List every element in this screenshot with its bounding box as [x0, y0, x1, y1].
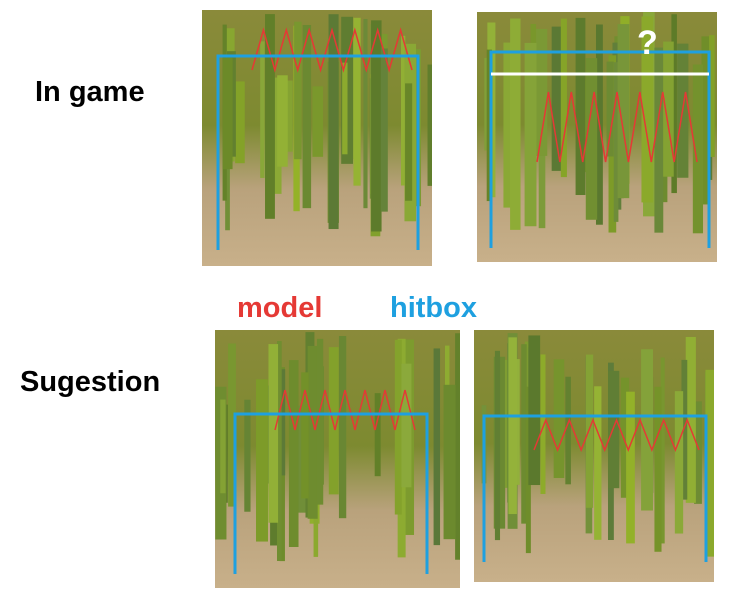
grass-stalk — [307, 345, 318, 519]
grass-stalk — [294, 21, 302, 160]
grass-stalk — [654, 386, 662, 552]
grass-stalk — [692, 64, 704, 234]
grass-stalk — [277, 75, 288, 167]
grass-stalk — [353, 17, 361, 186]
grass-stalk — [244, 399, 251, 512]
grass-stalk — [302, 24, 312, 209]
grass-stalk — [503, 42, 513, 208]
row-label-suggestion: Sugestion — [20, 366, 161, 398]
grass-stalk — [654, 47, 664, 233]
grass-stalk — [521, 344, 527, 524]
grass-stalk — [524, 42, 537, 227]
grass-stalk — [494, 350, 501, 541]
grass-stalk — [674, 391, 684, 534]
grass-stalk — [338, 335, 347, 519]
grass-stalk — [685, 336, 696, 503]
grass-stalk — [626, 391, 635, 544]
grass-stalk — [301, 372, 309, 499]
grass-stalk — [617, 24, 630, 199]
grass-stalk — [608, 370, 620, 489]
grass-stalk — [312, 86, 324, 157]
grass-stalk — [235, 81, 245, 164]
grass-stalk — [286, 80, 293, 152]
grass-stalk — [443, 384, 456, 540]
grass-stalk — [363, 18, 368, 209]
screenshot-in-game-1 — [202, 10, 432, 266]
grass-stalk — [565, 376, 571, 485]
grass-stalk — [374, 393, 381, 477]
hitbox-outline — [489, 50, 711, 248]
grass-stalk — [528, 335, 541, 486]
grass-stalk — [560, 18, 567, 178]
grass-stalk — [709, 35, 715, 157]
screenshot-in-game-2: ? — [477, 12, 717, 262]
grass-stalk — [405, 83, 413, 201]
grass-stalk — [486, 49, 492, 202]
grass-stalk — [455, 333, 460, 560]
hitbox-outline — [216, 54, 420, 250]
grass-stalk — [342, 62, 348, 155]
grass-stalk — [380, 48, 388, 212]
grass-stalk — [427, 64, 432, 186]
model-outline — [536, 91, 698, 163]
grass-stalk — [613, 62, 619, 222]
grass-stalk — [536, 28, 548, 156]
grass-stalk — [514, 359, 520, 485]
grass-stalk — [294, 405, 307, 513]
grass-stalk — [660, 357, 665, 544]
grass-stalk — [585, 354, 594, 508]
grass-stalk — [268, 344, 279, 523]
grass-stalk — [551, 26, 564, 171]
grass-stalk — [228, 343, 236, 507]
grass-stalk — [265, 14, 275, 219]
grass-stalk — [510, 18, 521, 230]
grass-stalk — [525, 386, 531, 554]
legend-model: model — [237, 292, 323, 324]
grass-stalk — [620, 377, 630, 498]
grass-stalk — [606, 61, 614, 157]
grass-stalk — [575, 17, 586, 196]
grass-stalk — [594, 386, 602, 540]
hitbox-outline — [233, 412, 429, 574]
grass-stalk — [585, 58, 598, 220]
grass-stalk — [328, 347, 339, 495]
grass-stalk — [371, 20, 382, 232]
grass-stalk — [222, 57, 233, 170]
grass-stalk — [316, 338, 324, 505]
grass-stalk — [705, 369, 714, 557]
grass-stalk — [671, 14, 677, 194]
grass-stalk — [401, 363, 412, 488]
grass-stalk — [694, 401, 702, 504]
grass-stalk — [256, 379, 268, 542]
grass-stalk — [663, 41, 674, 177]
hitbox-outline — [482, 414, 708, 562]
grass-stalk — [641, 16, 654, 203]
grass-stalk — [433, 348, 441, 546]
row-label-in-game: In game — [35, 76, 145, 108]
grass-stalk — [553, 359, 565, 478]
screenshot-suggestion-1 — [215, 330, 460, 588]
grass-stalk — [400, 35, 406, 186]
question-mark: ? — [637, 24, 658, 62]
grass-stalk — [277, 341, 282, 561]
grass-stalk — [288, 360, 299, 547]
model-outline — [533, 417, 700, 453]
legend-hitbox: hitbox — [390, 292, 477, 324]
screenshot-suggestion-2 — [474, 330, 714, 582]
grass-stalk — [641, 349, 653, 511]
grass-stalk — [484, 57, 489, 151]
grass-stalk — [701, 36, 710, 205]
grass-stalk — [394, 339, 402, 515]
grass-stalk — [681, 359, 688, 500]
grass-stalk — [260, 41, 265, 178]
grass-stalk — [508, 337, 517, 515]
grass-stalk — [540, 354, 546, 494]
model-outline — [274, 389, 416, 431]
grass-stalk — [328, 14, 339, 230]
grass-stalk — [220, 399, 226, 494]
